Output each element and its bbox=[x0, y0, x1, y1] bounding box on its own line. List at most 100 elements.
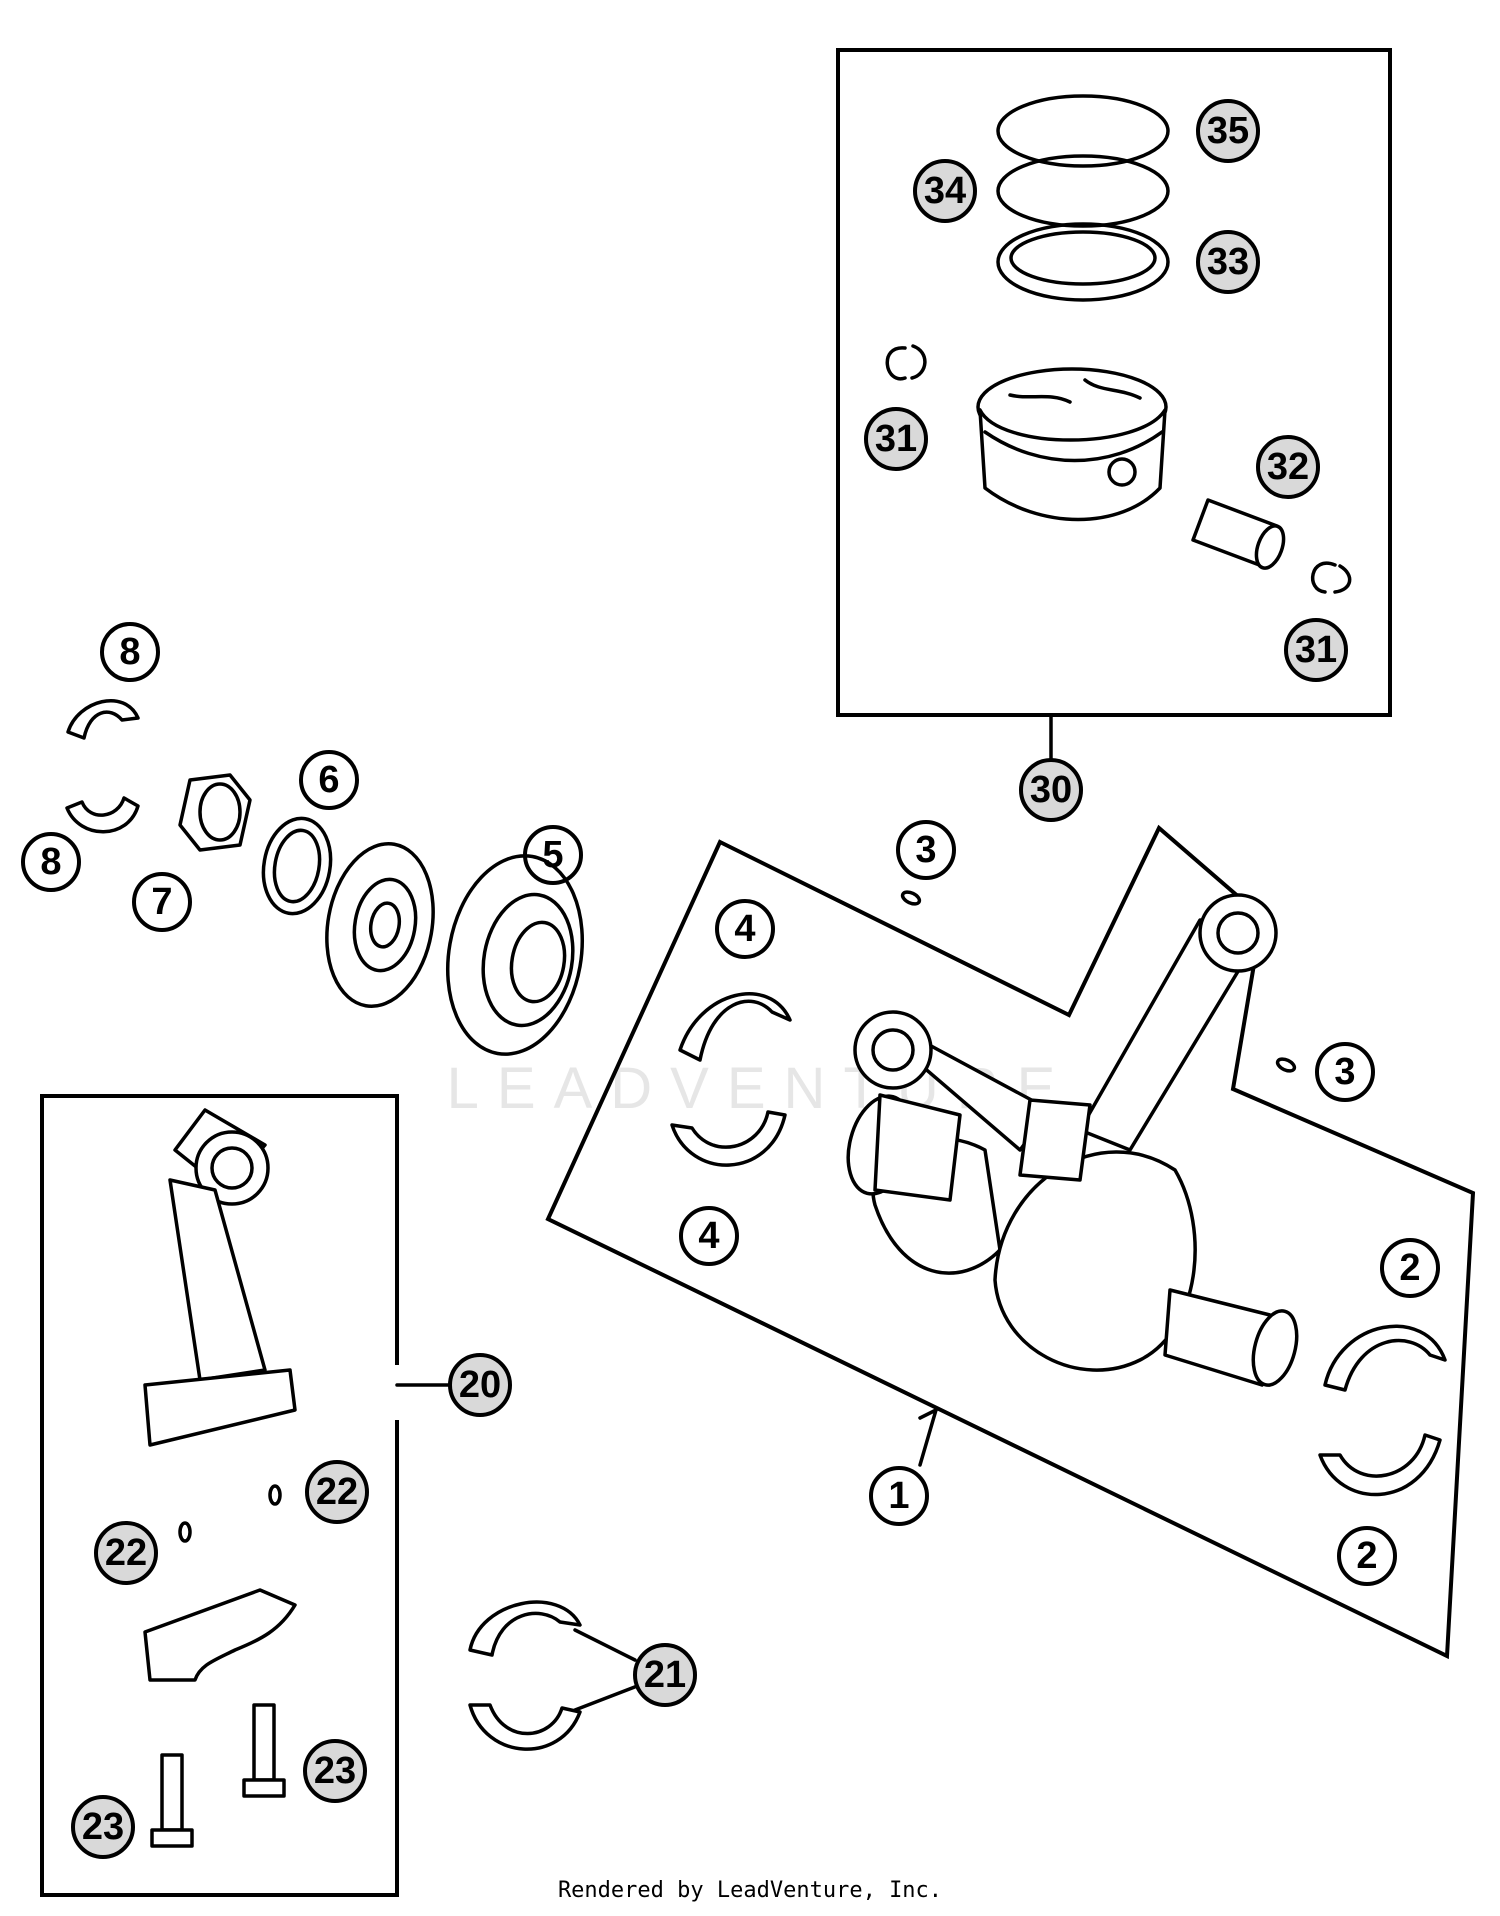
connecting-rod-20 bbox=[143, 1108, 297, 1447]
callout-5: 5 bbox=[523, 825, 583, 885]
keys-3 bbox=[900, 890, 1297, 1073]
render-credit: Rendered by LeadVenture, Inc. bbox=[557, 1878, 943, 1903]
callout-number: 8 bbox=[40, 841, 61, 883]
callout-ring bbox=[100, 622, 160, 682]
callout-31: 31 bbox=[1284, 618, 1348, 682]
callout-ring bbox=[132, 872, 192, 932]
callout-6: 6 bbox=[299, 750, 359, 810]
callout-ring bbox=[523, 825, 583, 885]
piston-circlip-lower bbox=[1310, 561, 1352, 594]
callout-7: 7 bbox=[132, 872, 192, 932]
callout-8: 8 bbox=[21, 832, 81, 892]
connecting-rods bbox=[853, 893, 1278, 1182]
rod-bearing-shells-21 bbox=[468, 1600, 642, 1751]
callout-number: 4 bbox=[734, 908, 755, 950]
callout-23: 23 bbox=[71, 1795, 135, 1859]
dowel-pins-22 bbox=[178, 1484, 282, 1543]
callout-ring bbox=[94, 1521, 158, 1585]
callout-20: 20 bbox=[448, 1353, 512, 1417]
callout-ring bbox=[1380, 1238, 1440, 1298]
callout-number: 32 bbox=[1267, 446, 1309, 488]
crankshaft-leader-2 bbox=[918, 1408, 938, 1467]
callout-number: 34 bbox=[924, 170, 966, 212]
callout-23: 23 bbox=[303, 1739, 367, 1803]
crankshaft bbox=[846, 1093, 1299, 1387]
piston-kit-frame bbox=[836, 48, 1392, 717]
callout-number: 21 bbox=[644, 1654, 686, 1696]
callout-ring bbox=[1196, 99, 1260, 163]
callout-ring bbox=[21, 832, 81, 892]
callout-ring bbox=[303, 1739, 367, 1803]
callout-3: 3 bbox=[896, 820, 956, 880]
crankshaft-leader bbox=[918, 1408, 938, 1420]
crankshaft-assembly-frame bbox=[545, 824, 1476, 1660]
main-bearing-shells-2 bbox=[1318, 1324, 1447, 1497]
callout-32: 32 bbox=[1256, 435, 1320, 499]
callout-number: 2 bbox=[1356, 1535, 1377, 1577]
gear-5 bbox=[445, 854, 585, 1056]
callout-ring bbox=[913, 159, 977, 223]
conrod-bolts-23 bbox=[150, 1703, 286, 1848]
piston bbox=[976, 367, 1168, 522]
bearing-shell-lower-8 bbox=[65, 796, 140, 834]
callout-number: 4 bbox=[698, 1215, 719, 1257]
callout-2: 2 bbox=[1380, 1238, 1440, 1298]
callout-number: 20 bbox=[459, 1364, 501, 1406]
callout-4: 4 bbox=[715, 899, 775, 959]
callout-number: 1 bbox=[888, 1475, 909, 1517]
callout-35: 35 bbox=[1196, 99, 1260, 163]
callout-number: 35 bbox=[1207, 110, 1249, 152]
callout-3: 3 bbox=[1315, 1042, 1375, 1102]
callout-ring bbox=[1256, 435, 1320, 499]
callout-number: 7 bbox=[151, 881, 172, 923]
callout-ring bbox=[679, 1206, 739, 1266]
callout-ring bbox=[71, 1795, 135, 1859]
conrod-cap bbox=[143, 1588, 297, 1682]
callout-ring bbox=[896, 820, 956, 880]
callout-ring bbox=[1315, 1042, 1375, 1102]
callout-22: 22 bbox=[94, 1521, 158, 1585]
callout-ring bbox=[1337, 1526, 1397, 1586]
callout-number: 30 bbox=[1030, 769, 1072, 811]
callout-number: 2 bbox=[1399, 1247, 1420, 1289]
callout-21: 21 bbox=[633, 1643, 697, 1707]
callout-1: 1 bbox=[869, 1466, 929, 1526]
bearing-shell-upper-8 bbox=[66, 699, 140, 740]
callout-31: 31 bbox=[864, 407, 928, 471]
callout-number: 6 bbox=[318, 759, 339, 801]
nut-7 bbox=[178, 773, 252, 852]
callout-number: 8 bbox=[119, 631, 140, 673]
piston-pin bbox=[1191, 498, 1286, 570]
callout-number: 22 bbox=[105, 1532, 147, 1574]
callout-ring bbox=[448, 1353, 512, 1417]
callout-33: 33 bbox=[1196, 230, 1260, 294]
callout-ring bbox=[869, 1466, 929, 1526]
callout-ring bbox=[633, 1643, 697, 1707]
callout-number: 31 bbox=[875, 418, 917, 460]
callout-34: 34 bbox=[913, 159, 977, 223]
piston-ring-33 bbox=[996, 222, 1170, 302]
callout-number: 3 bbox=[1334, 1051, 1355, 1093]
callout-number: 3 bbox=[915, 829, 936, 871]
callout-ring bbox=[1019, 758, 1083, 822]
washer-6 bbox=[261, 816, 333, 916]
conrod-kit-frame bbox=[40, 1094, 399, 1897]
callout-number: 22 bbox=[316, 1471, 358, 1513]
callout-ring bbox=[299, 750, 359, 810]
callout-ring bbox=[1196, 230, 1260, 294]
callout-30: 30 bbox=[1019, 758, 1083, 822]
piston-circlip-upper bbox=[885, 344, 927, 381]
main-bearing-shells-4 bbox=[670, 992, 792, 1167]
callout-8: 8 bbox=[100, 622, 160, 682]
callout-22: 22 bbox=[305, 1460, 369, 1524]
callout-ring bbox=[1284, 618, 1348, 682]
piston-ring-35 bbox=[996, 94, 1170, 168]
piston-ring-34 bbox=[996, 154, 1170, 228]
callout-ring bbox=[864, 407, 928, 471]
callout-ring bbox=[305, 1460, 369, 1524]
callout-ring bbox=[715, 899, 775, 959]
sprocket-gear bbox=[325, 841, 435, 1009]
callout-2: 2 bbox=[1337, 1526, 1397, 1586]
